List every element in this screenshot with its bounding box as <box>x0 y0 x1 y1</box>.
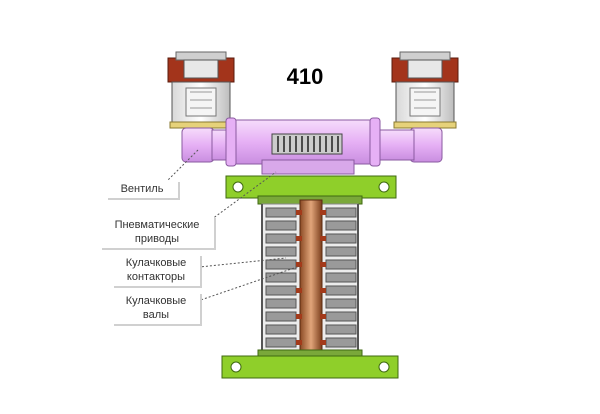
label-valve-text: Вентиль <box>120 183 164 195</box>
diagram-title: 410 <box>286 64 324 89</box>
leader-lines <box>167 149 301 306</box>
bottom-frame <box>221 349 399 379</box>
cam-contactors-stack <box>261 199 359 357</box>
label-cam-shafts-line1: Кулачковые <box>125 295 187 307</box>
label-cam-shafts-line2: валы <box>142 309 170 321</box>
label-pneumatic-drives: Пневматические приводы <box>100 216 214 248</box>
label-cam-contactors-line1: Кулачковые <box>125 257 187 269</box>
horizontal-cylinder <box>211 117 415 175</box>
label-valve: Вентиль <box>106 180 178 198</box>
label-pneumatic-drives-line1: Пневматические <box>114 219 200 231</box>
label-pneumatic-drives-line2: приводы <box>134 233 180 245</box>
label-cam-contactors-line2: контакторы <box>126 271 186 283</box>
valve-bodies <box>181 127 443 163</box>
label-cam-contactors: Кулачковые контакторы <box>112 254 200 286</box>
label-cam-shafts: Кулачковые валы <box>112 292 200 324</box>
right-pneumatic-drive <box>391 51 459 129</box>
left-pneumatic-drive <box>167 51 235 129</box>
